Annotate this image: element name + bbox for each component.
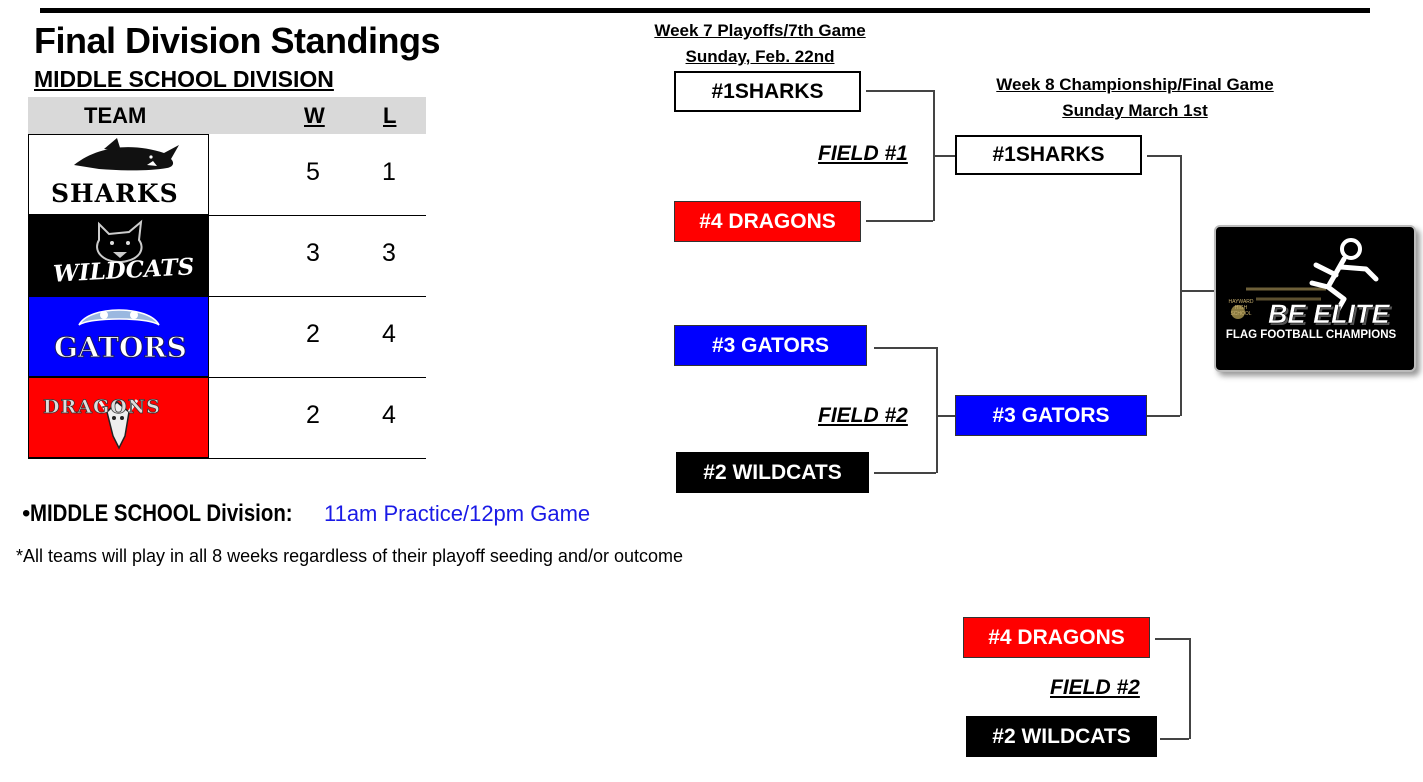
sharks-logo: SHARKS [28,134,209,215]
losses-cell: 3 [382,239,396,267]
game2-field: FIELD #2 [818,404,908,427]
losses-cell: 4 [382,401,396,429]
team-name: GATORS [54,331,188,365]
extra-field: FIELD #2 [1050,676,1140,699]
bracket-line [874,472,936,474]
bracket-line [1160,738,1189,740]
wins-cell: 5 [306,158,320,186]
final-bottom-team: #3 GATORS [955,395,1147,436]
logo-tagline: FLAG FOOTBALL CHAMPIONS [1225,329,1397,341]
logo-headline: BE ELITE [1268,299,1390,330]
team-name: SHARKS [51,179,179,208]
wins-cell: 2 [306,401,320,429]
week7-title: Week 7 Playoffs/7th Game [654,21,866,40]
bracket-line [866,90,933,92]
week7-date: Sunday, Feb. 22nd [685,47,835,66]
schedule-text: 11am Practice/12pm Game [323,501,591,526]
top-rule [40,8,1370,13]
game2-top-team: #3 GATORS [674,325,867,366]
table-row: DRAGONS 2 4 [28,377,426,459]
division-title: MIDDLE SCHOOL DIVISION [34,66,334,92]
team-column-header: TEAM [84,103,147,128]
dragon-icon [97,399,139,450]
losses-column-header: L [383,103,397,128]
gators-logo: GATORS [28,296,209,377]
bracket-line [1180,155,1182,416]
table-row: GATORS 2 4 [28,296,426,378]
game1-bottom-team: #4 DRAGONS [674,201,861,242]
bracket-line [1147,415,1180,417]
shark-icon [74,138,179,171]
table-row: SHARKS 5 1 [28,134,426,216]
extra-top-team: #4 DRAGONS [963,617,1150,658]
bracket-line [874,347,936,349]
bracket-line [936,347,938,473]
school-text: HAYWARD HIGH SCHOOL [1228,299,1254,317]
standings-header: TEAM W L [28,97,426,134]
disclaimer: *All teams will play in all 8 weeks rega… [16,546,684,566]
wins-cell: 3 [306,239,320,267]
game1-field: FIELD #1 [818,142,908,165]
extra-bottom-team: #2 WILDCATS [966,716,1157,757]
wildcats-logo: WILDCATS [28,215,209,296]
week8-header: Week 8 Championship/Final Game Sunday Ma… [960,72,1310,124]
final-top-team: #1SHARKS [955,135,1142,175]
page-title: Final Division Standings [34,20,441,61]
bullet: • [22,500,31,527]
bracket-line [1189,638,1191,739]
wins-cell: 2 [306,320,320,348]
division-label: MIDDLE SCHOOL Division: [30,500,293,527]
bracket-line [866,220,933,222]
bracket-line [1180,290,1214,292]
bracket-line [933,155,955,157]
losses-cell: 4 [382,320,396,348]
dragons-logo: DRAGONS [28,377,209,458]
game1-top-team: #1SHARKS [674,71,861,112]
runner-icon [1231,238,1379,319]
bracket-line [936,415,955,417]
wins-column-header: W [304,103,325,128]
game2-bottom-team: #2 WILDCATS [676,452,869,493]
gator-icon [78,309,160,326]
champion-logo: HAYWARD HIGH SCHOOL BE ELITE FLAG FOOTBA… [1214,225,1416,372]
table-row: WILDCATS 3 3 [28,215,426,297]
week8-date: Sunday March 1st [1062,101,1208,120]
wildcat-icon [96,219,143,264]
week7-header: Week 7 Playoffs/7th Game Sunday, Feb. 22… [610,18,910,70]
division-schedule-note: •MIDDLE SCHOOL Division: 11am Practice/1… [22,500,590,528]
week8-title: Week 8 Championship/Final Game [996,75,1274,94]
bracket-line [1147,155,1180,157]
bracket-line [1155,638,1189,640]
losses-cell: 1 [382,158,396,186]
team-name: DRAGONS [43,396,161,419]
